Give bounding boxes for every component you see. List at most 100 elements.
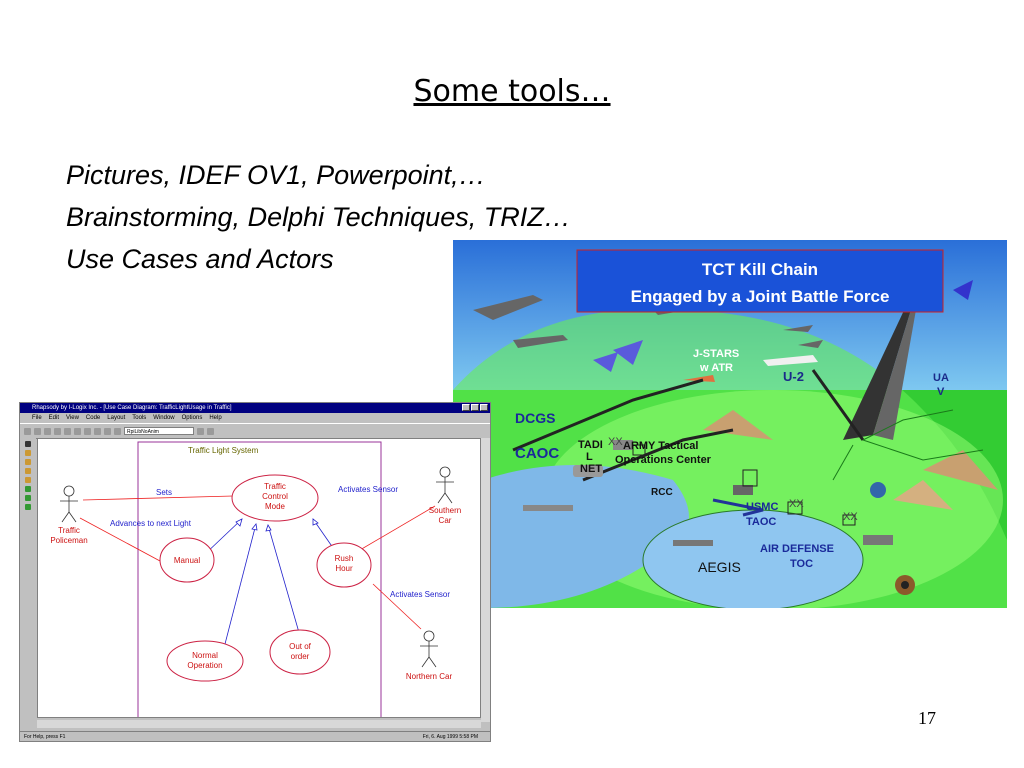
u2-label: U-2 [783, 369, 804, 384]
use-case-normal-operation[interactable] [166, 640, 244, 682]
association-tool-icon[interactable] [25, 477, 31, 483]
maximize-button[interactable] [471, 404, 479, 411]
status-text: For Help, press F1 [24, 734, 66, 740]
use-case-label: Normal [192, 651, 218, 660]
print-icon[interactable] [84, 427, 91, 435]
association-label: Advances to next Light [110, 519, 192, 528]
paste-icon[interactable] [74, 427, 81, 435]
unit-symbol: XX [789, 498, 804, 510]
horizontal-scrollbar[interactable] [37, 720, 481, 728]
tadil-label: TADI [578, 439, 603, 451]
use-case-rush-hour[interactable] [316, 542, 372, 588]
uav-label: UA [933, 372, 949, 384]
uav-label-v: V [937, 386, 945, 398]
menu-help[interactable]: Help [209, 415, 222, 421]
army-toc-label-2: Operations Center [615, 454, 712, 466]
menu-code[interactable]: Code [85, 415, 101, 421]
dependency-tool-icon[interactable] [25, 495, 31, 501]
menu-view[interactable]: View [66, 415, 79, 421]
use-case-traffic-control-mode[interactable] [231, 474, 319, 522]
kill-chain-picture: TCT Kill Chain Engaged by a Joint Battle… [453, 240, 1007, 608]
bullet-list: Pictures, IDEF OV1, Powerpoint,… Brainst… [66, 154, 571, 280]
menu-options[interactable]: Options [181, 415, 203, 421]
use-case-label: Mode [265, 502, 286, 511]
actor-label: Southern [429, 506, 461, 515]
diagram-canvas[interactable]: Traffic Light System [37, 438, 481, 722]
menu-window[interactable]: Window [153, 415, 175, 421]
actor-label: Traffic [58, 526, 80, 535]
kill-chain-subtitle: Engaged by a Joint Battle Force [631, 287, 890, 306]
tadil-label-l: L [586, 451, 593, 463]
zoom-in-icon[interactable] [94, 427, 101, 435]
use-case-label: Control [262, 492, 288, 501]
taoc-label: TAOC [746, 516, 776, 528]
cut-icon[interactable] [54, 427, 61, 435]
menu-file[interactable]: File [32, 415, 42, 421]
save-icon[interactable] [44, 427, 51, 435]
kill-chain-title: TCT Kill Chain [702, 260, 818, 279]
note-tool-icon[interactable] [25, 504, 31, 510]
use-case-label: Hour [335, 564, 353, 573]
select-tool-icon[interactable] [25, 441, 31, 447]
run-icon[interactable] [207, 427, 214, 435]
minimize-button[interactable] [462, 404, 470, 411]
rcc-label: RCC [651, 487, 673, 498]
use-case-label: Traffic [264, 482, 286, 491]
close-button[interactable] [480, 404, 488, 411]
use-case-out-of-order[interactable] [269, 629, 331, 675]
tadil-net-label: NET [580, 463, 602, 475]
actor-tool-icon[interactable] [25, 450, 31, 456]
use-case-manual[interactable] [159, 537, 215, 583]
copy-icon[interactable] [64, 427, 71, 435]
caoc-label: CAOC [515, 445, 559, 462]
menu-layout[interactable]: Layout [107, 415, 126, 421]
toolbar: RpiLibNoAnim [20, 423, 490, 439]
use-case-tool-icon[interactable] [25, 459, 31, 465]
menu-tools[interactable]: Tools [132, 415, 147, 421]
open-folder-icon[interactable] [34, 427, 41, 435]
association-label: Sets [156, 488, 172, 497]
bullet-item: Use Cases and Actors [66, 244, 334, 274]
new-file-icon[interactable] [24, 427, 31, 435]
usmc-label: USMC [746, 501, 778, 513]
rhapsody-window: Rhapsody by I-Logix Inc. - [Use Case Dia… [19, 402, 491, 742]
army-toc-label: ARMY Tactical [623, 440, 698, 452]
actor-label: Policeman [50, 536, 87, 545]
system-boundary-label: Traffic Light System [188, 446, 259, 455]
generalization-tool-icon[interactable] [25, 486, 31, 492]
library-combo[interactable]: RpiLibNoAnim [124, 427, 194, 435]
menu-bar: File Edit View Code Layout Tools Window … [20, 413, 490, 423]
delete-icon[interactable] [114, 427, 121, 435]
use-case-label: Out of [289, 642, 312, 651]
actor-northern-car-icon[interactable] [420, 630, 438, 668]
air-defense-toc-label: TOC [790, 558, 813, 570]
jstars-atr-label: w ATR [699, 362, 733, 374]
build-icon[interactable] [197, 427, 204, 435]
use-case-label: Operation [187, 661, 222, 670]
association-label: Activates Sensor [338, 485, 398, 494]
slide-title: Some tools… [413, 74, 611, 109]
use-case-label: Manual [174, 556, 200, 565]
actor-southern-car-icon[interactable] [436, 466, 454, 504]
use-case-label: order [291, 652, 310, 661]
window-titlebar: Rhapsody by I-Logix Inc. - [Use Case Dia… [20, 403, 490, 413]
zoom-out-icon[interactable] [104, 427, 111, 435]
actor-label: Northern Car [406, 672, 453, 681]
menu-edit[interactable]: Edit [48, 415, 60, 421]
association-label: Activates Sensor [390, 590, 450, 599]
bullet-item: Brainstorming, Delphi Techniques, TRIZ… [66, 202, 571, 232]
boundary-tool-icon[interactable] [25, 468, 31, 474]
use-case-label: Rush [335, 554, 354, 563]
unit-symbol: XX [608, 436, 623, 448]
status-bar: For Help, press F1 Fri, 6. Aug 1999 5:58… [20, 731, 490, 741]
actor-label: Car [439, 516, 452, 525]
aegis-label: AEGIS [698, 559, 741, 575]
actor-traffic-policeman-icon[interactable] [60, 485, 78, 523]
status-datetime: Fri, 6. Aug 1999 5:58 PM [422, 734, 478, 740]
dcgs-label: DCGS [515, 410, 555, 426]
air-defense-label: AIR DEFENSE [760, 543, 834, 555]
page-number: 17 [918, 708, 936, 728]
window-title: Rhapsody by I-Logix Inc. - [Use Case Dia… [32, 405, 232, 411]
vertical-scrollbar[interactable] [481, 438, 490, 722]
drawing-palette [20, 438, 36, 722]
